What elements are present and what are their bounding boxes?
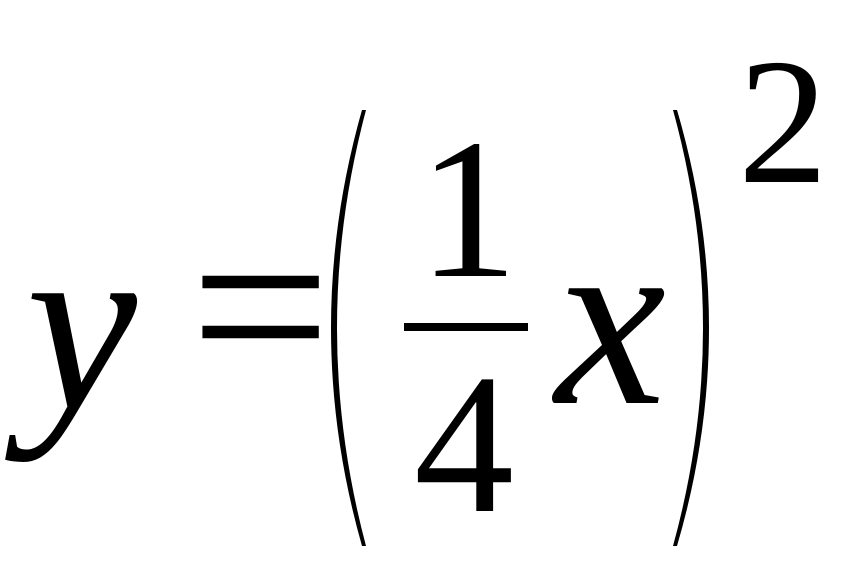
fraction-bar <box>404 323 528 331</box>
fraction-numerator: 1 <box>418 99 518 320</box>
right-parenthesis <box>673 110 709 546</box>
lhs-variable: y <box>26 186 137 463</box>
left-parenthesis <box>331 110 366 546</box>
x-variable: x <box>555 181 666 458</box>
fraction-denominator: 4 <box>414 334 514 555</box>
equals-sign: = <box>190 168 331 445</box>
exponent: 2 <box>738 22 828 221</box>
